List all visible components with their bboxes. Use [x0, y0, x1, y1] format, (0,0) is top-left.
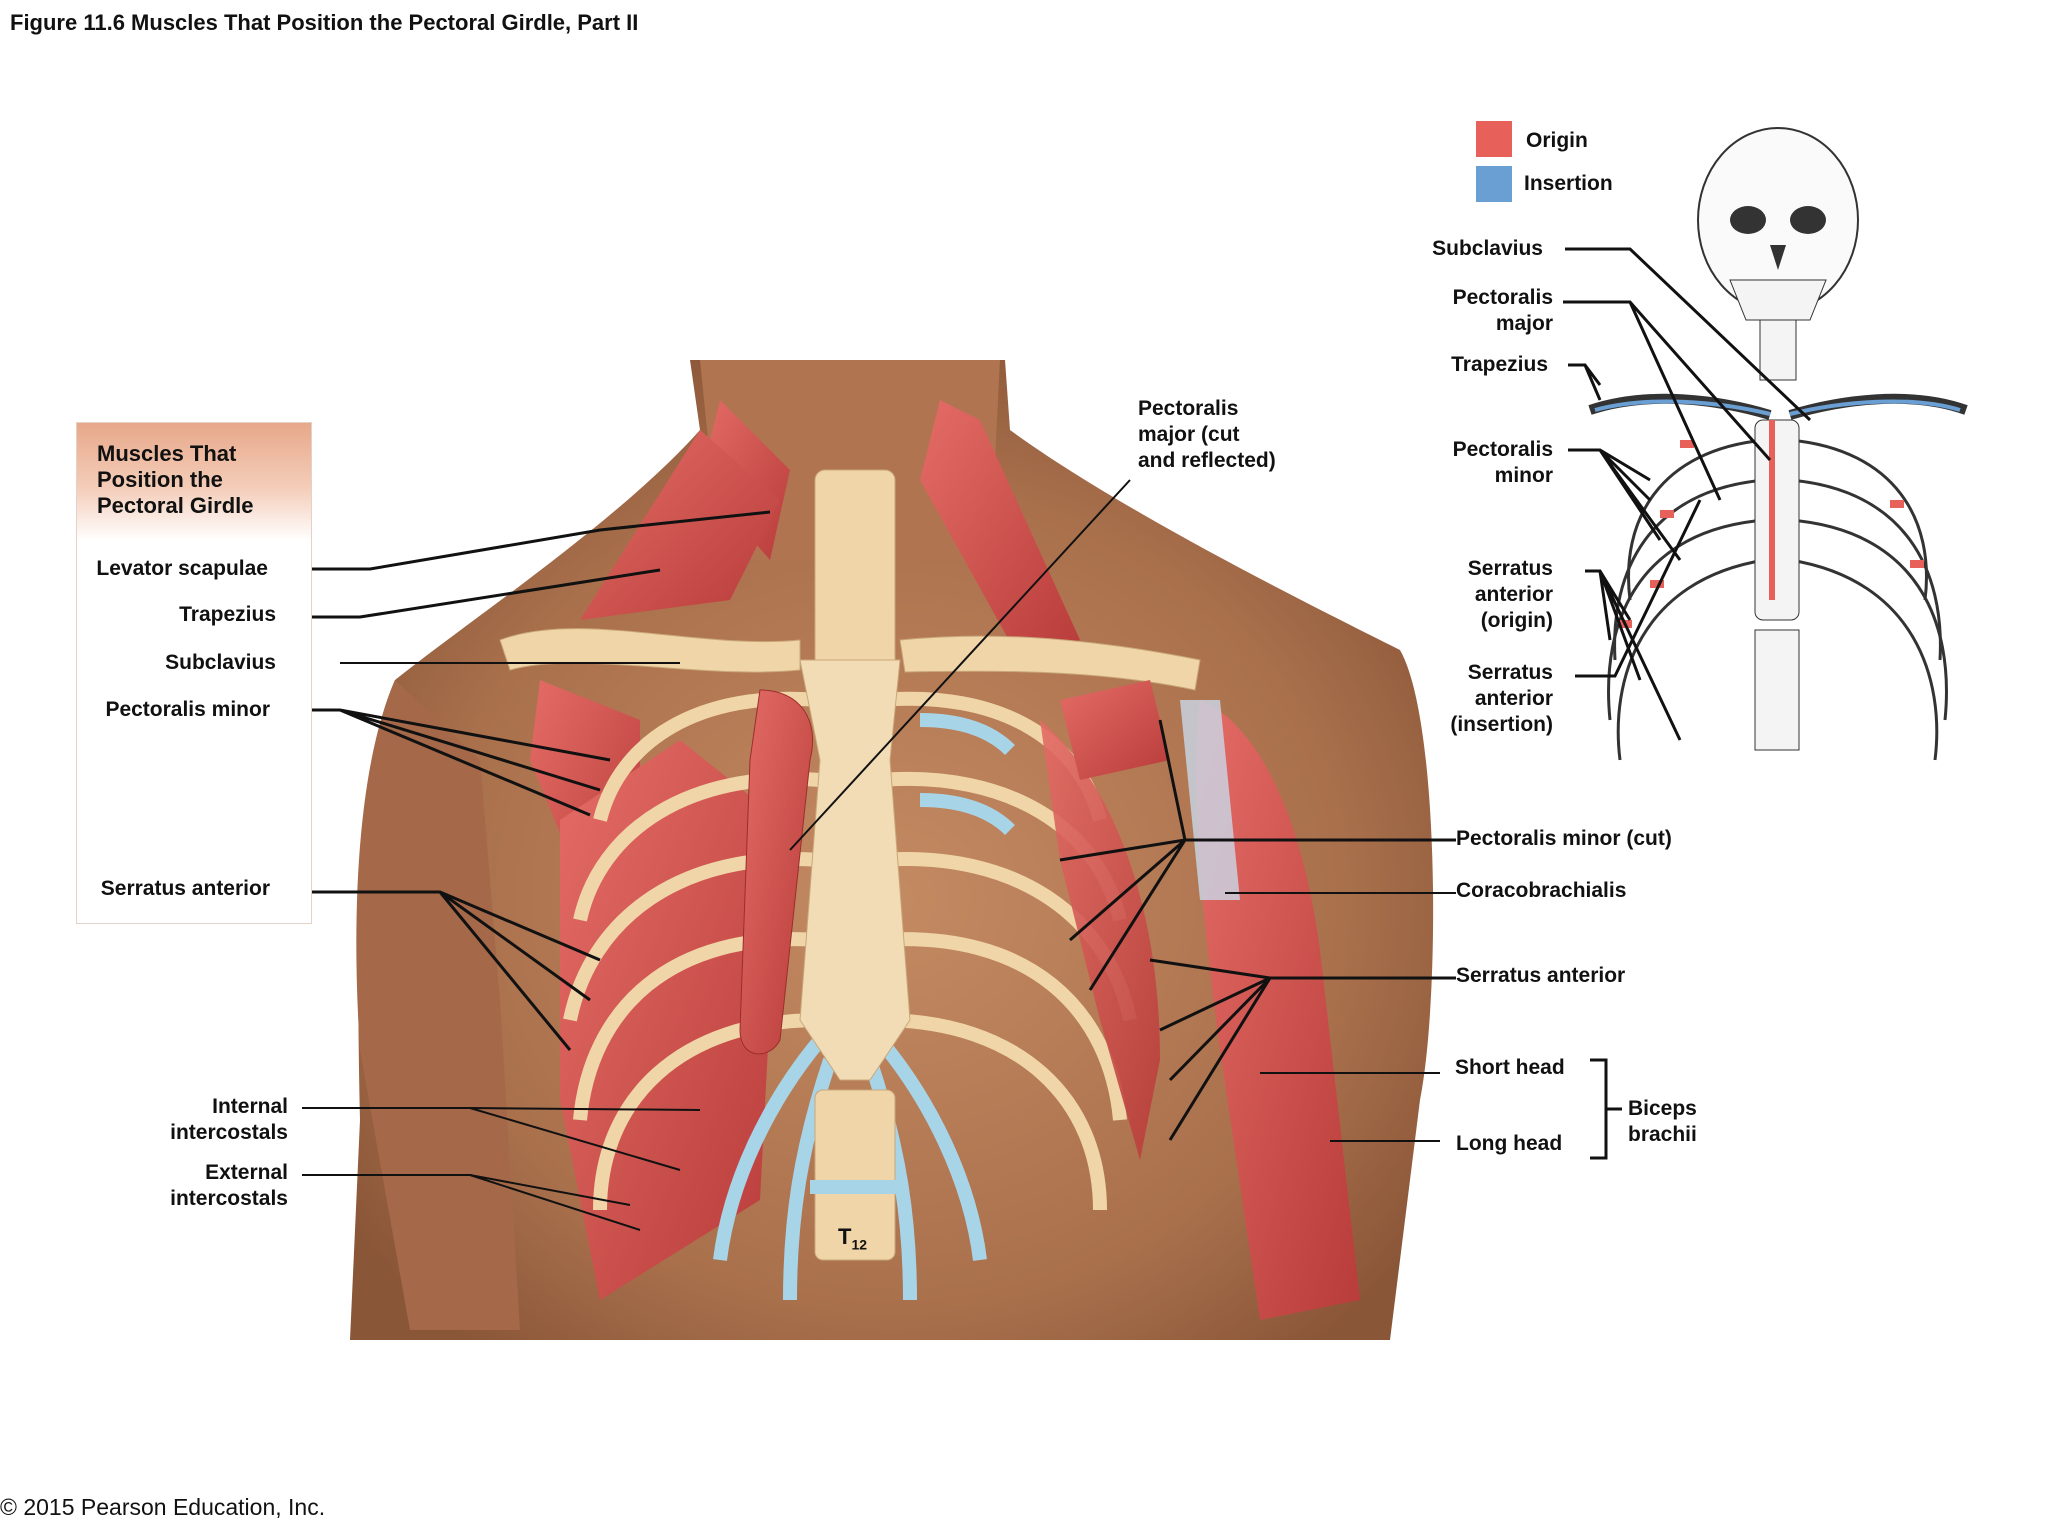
costal-cartilage-right [863, 713, 1015, 1301]
label-pectoralis-minor-cut: Pectoralis minor (cut) [1456, 827, 1672, 850]
label-subclavius: Subclavius [165, 651, 276, 674]
biceps-brachii [1196, 700, 1360, 1320]
box-title: Muscles That Position the Pectoral Girdl… [97, 441, 254, 518]
label-external-intercostals: External intercostals [170, 1161, 288, 1210]
skeleton-label-subclavius: Subclavius [1432, 237, 1543, 260]
label-pectoralis-minor: Pectoralis minor [105, 698, 270, 721]
vertebra-label: T12 [838, 1224, 868, 1253]
left-arm [356, 680, 520, 1330]
skeleton-label-serratus-insertion: Serratus anterior (insertion) [1450, 661, 1553, 736]
skeleton-label-pectoralis-minor: Pectoralis minor [1452, 438, 1553, 487]
trapezius-muscle-right [920, 400, 1080, 660]
label-biceps-brachii: Biceps brachii [1628, 1097, 1697, 1146]
sternum [799, 659, 911, 1081]
figure-title: Figure 11.6 Muscles That Position the Pe… [10, 10, 639, 35]
vertebral-column-lower [814, 1089, 896, 1261]
pectoralis-major-reflected [739, 689, 814, 1055]
skeleton-label-pectoralis-major: Pectoralis major [1452, 286, 1553, 335]
serratus-anterior-right [1040, 720, 1160, 1160]
leader-lines [298, 479, 1622, 1231]
intervertebral-disc [810, 1180, 900, 1194]
legend-origin: Origin [1526, 129, 1588, 152]
label-serratus-anterior-right: Serratus anterior [1456, 964, 1626, 987]
label-coracobrachialis: Coracobrachialis [1456, 879, 1627, 902]
trapezius-muscle-left [580, 430, 780, 620]
label-long-head: Long head [1456, 1132, 1563, 1155]
label-serratus-anterior: Serratus anterior [100, 877, 270, 900]
copyright: © 2015 Pearson Education, Inc. [0, 1494, 326, 1520]
serratus-anterior-left [560, 740, 780, 1300]
insertion-swatch [1476, 166, 1512, 202]
coracobrachialis [1180, 700, 1240, 900]
label-levator-scapulae: Levator scapulae [96, 557, 268, 580]
label-internal-intercostals: Internal intercostals [170, 1095, 288, 1144]
pectoralis-minor-right [1060, 680, 1170, 780]
box-header: Muscles That Position the Pectoral Girdl… [77, 423, 311, 541]
skeleton-label-trapezius: Trapezius [1451, 353, 1548, 376]
label-short-head: Short head [1455, 1056, 1565, 1079]
label-trapezius: Trapezius [179, 603, 276, 626]
origin-swatch [1476, 121, 1512, 157]
legend-insertion: Insertion [1524, 172, 1613, 195]
label-pectoralis-major-cut: Pectoralis major (cut and reflected) [1138, 397, 1276, 472]
skeleton-label-serratus-origin: Serratus anterior (origin) [1467, 557, 1553, 632]
muscle-list-box: Muscles That Position the Pectoral Girdl… [76, 422, 312, 924]
